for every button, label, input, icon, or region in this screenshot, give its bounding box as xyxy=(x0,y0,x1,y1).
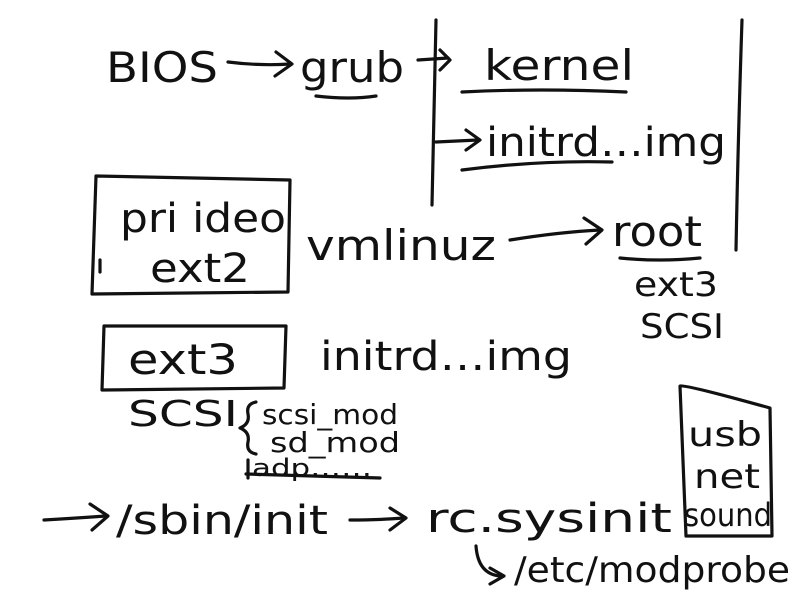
scsi-disk-box xyxy=(100,324,288,392)
initrd-img-top-label: initrd…img xyxy=(486,120,726,166)
grub-label: grub xyxy=(300,43,404,92)
etc-modprobe-label: /etc/modprobe xyxy=(514,550,790,591)
arrow-vmlinuz-to-root xyxy=(508,216,604,246)
ide-disk-box xyxy=(90,174,292,296)
devices-box xyxy=(678,384,774,538)
grub-underline xyxy=(314,94,378,100)
scsi-module-sd-mod: sd_mod xyxy=(270,426,400,459)
ide-disk-label-line1: pri ideo xyxy=(120,196,286,242)
arrow-to-etc-modprobe xyxy=(474,544,506,586)
grub-split-bracket xyxy=(416,18,482,207)
arrow-bios-to-grub xyxy=(226,50,294,78)
initrd-underline xyxy=(460,160,614,172)
root-label: root xyxy=(612,207,702,256)
adp-underline xyxy=(244,472,382,480)
scsi-modules-brace xyxy=(238,400,258,456)
kernel-label: kernel xyxy=(484,41,634,90)
device-net-label: net xyxy=(694,457,760,497)
root-fs-label: ext3 xyxy=(634,265,718,305)
bios-label: BIOS xyxy=(106,43,218,92)
arrow-init-to-rcsysinit xyxy=(348,506,408,532)
rc-sysinit-label: rc.sysinit xyxy=(426,496,672,542)
kernel-underline xyxy=(460,88,628,94)
root-bus-label: SCSI xyxy=(640,307,724,347)
scsi-module-scsi-mod: scsi_mod xyxy=(262,398,398,431)
scsi-bus-label: SCSI xyxy=(128,394,238,435)
initrd-img-middle-label: initrd…img xyxy=(320,334,572,380)
vmlinuz-label: vmlinuz xyxy=(306,221,496,270)
device-sound-label: sound xyxy=(684,496,772,534)
root-underline xyxy=(618,256,702,262)
sbin-init-label: /sbin/init xyxy=(116,498,328,544)
scsi-disk-label: ext3 xyxy=(128,335,238,384)
device-usb-label: usb xyxy=(688,415,762,455)
labels: BIOS grub kernel initrd…img pri ideo ext… xyxy=(106,41,790,591)
ink-strokes xyxy=(42,18,774,586)
scsi-module-adp: adp…… xyxy=(252,454,372,482)
arrow-to-sbin-init xyxy=(42,502,110,532)
right-divider-line xyxy=(734,18,744,252)
ide-disk-label-line2: ext2 xyxy=(150,246,250,292)
